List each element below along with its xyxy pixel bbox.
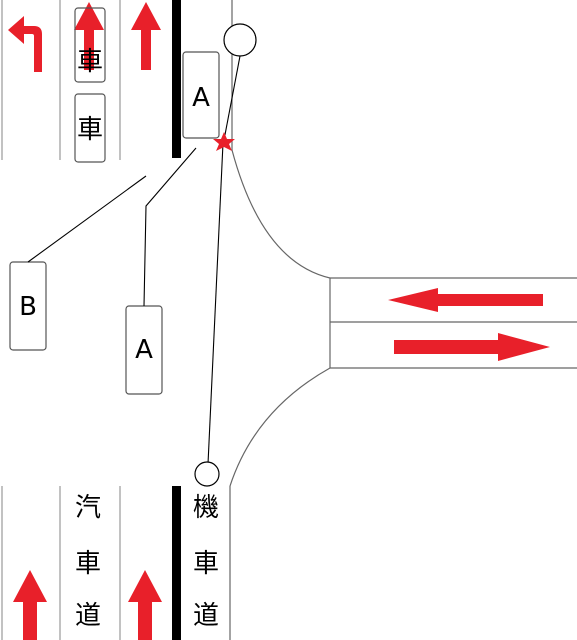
- car-lane-label-3: 道: [75, 601, 101, 631]
- top-car-box-1: [74, 7, 106, 83]
- straight-arrow-icon: [13, 570, 47, 640]
- road-edges: [229, 0, 577, 640]
- car-a-top-box: [182, 51, 220, 139]
- car-lane-label-2: 車: [75, 549, 101, 579]
- top-car-label-1: 車: [77, 47, 103, 77]
- trajectory-lines: [27, 55, 241, 465]
- scooter-lane-label-3: 道: [193, 601, 219, 631]
- top-car-box-2: [74, 93, 106, 163]
- top-car-label-2: 車: [77, 115, 103, 145]
- car-a-bottom-label: A: [135, 335, 153, 365]
- scooter-lane-label-1: 機: [193, 493, 219, 523]
- scooter-lane-label-2: 車: [193, 549, 219, 579]
- straight-arrow-icon: [128, 570, 162, 640]
- scooter-bottom-circle: [194, 461, 220, 487]
- left-turn-arrow-icon: [8, 16, 42, 72]
- top-lane-divider: [172, 0, 181, 158]
- scooter-top-circle: [223, 23, 257, 57]
- bottom-lane-divider: [172, 486, 181, 640]
- straight-arrow-icon: [74, 2, 104, 70]
- top-road-lane-lines: [1, 0, 121, 160]
- collision-star-icon: [213, 132, 235, 151]
- car-a-top-label: A: [192, 83, 210, 113]
- straight-arrow-icon: [131, 2, 161, 70]
- left-arrow-icon: [388, 288, 543, 312]
- car-b-label: B: [19, 292, 37, 322]
- bottom-road-lane-lines: [1, 486, 121, 640]
- right-arrow-icon: [394, 333, 550, 361]
- car-lane-label-1: 汽: [75, 493, 101, 523]
